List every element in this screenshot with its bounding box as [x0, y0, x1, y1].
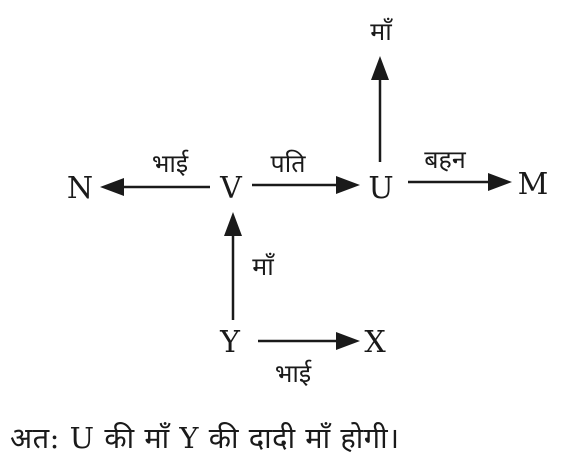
node-n: N — [67, 171, 93, 206]
node-u: U — [368, 171, 393, 206]
relation-v-to-u: पति — [271, 149, 307, 178]
edge-y-to-x — [258, 332, 360, 350]
edge-v-to-u — [252, 176, 360, 194]
edge-v-to-n — [100, 178, 210, 196]
edge-u-up — [371, 56, 389, 162]
relation-v-to-n: भाई — [152, 149, 189, 178]
conclusion-text: अत: U की माँ Y की दादी माँ होगी। — [10, 421, 400, 455]
node-x: X — [364, 325, 386, 360]
node-v: V — [219, 171, 243, 206]
relation-y-to-v: माँ — [252, 252, 275, 281]
relation-u-up: माँ — [370, 17, 393, 46]
node-m: M — [518, 167, 549, 202]
edge-y-to-v — [224, 212, 242, 320]
edge-u-to-m — [408, 173, 512, 191]
relation-y-to-x: भाई — [275, 359, 312, 388]
relation-u-to-m: बहन — [424, 145, 467, 174]
node-y: Y — [219, 325, 241, 360]
